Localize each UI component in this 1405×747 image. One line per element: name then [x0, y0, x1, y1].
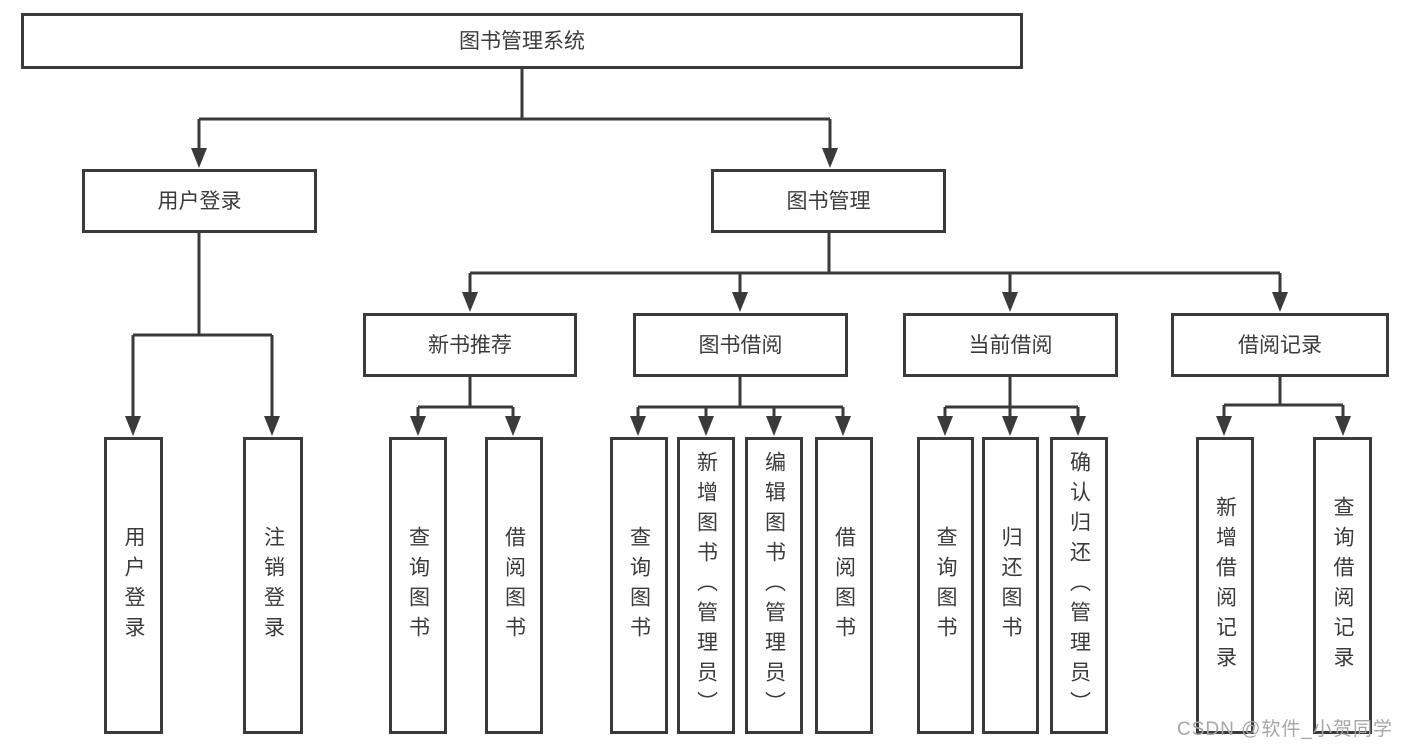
node-book-management: 图书管理: [711, 169, 946, 233]
arrowhead: [937, 416, 953, 436]
leaf-confirm-return-admin: 确认归还（管理员）: [1050, 437, 1108, 734]
leaf-logout: 注销登录: [243, 437, 303, 734]
arrowhead: [462, 292, 478, 312]
arrowhead: [1002, 292, 1018, 312]
leaf-add-borrow-record: 新增借阅记录: [1196, 437, 1254, 734]
arrowhead: [835, 416, 851, 436]
leaf-borrow-book-2: 借阅图书: [815, 437, 873, 734]
arrowhead: [732, 292, 748, 312]
leaf-borrow-book-1: 借阅图书: [485, 437, 543, 734]
node-root: 图书管理系统: [21, 13, 1023, 69]
node-current-borrow: 当前借阅: [903, 313, 1118, 377]
leaf-query-borrow-record: 查询借阅记录: [1313, 437, 1372, 734]
arrowhead: [630, 416, 646, 436]
arrowhead: [698, 416, 714, 436]
arrowhead: [410, 416, 426, 436]
arrowhead: [505, 416, 521, 436]
leaf-query-book-1: 查询图书: [389, 437, 447, 734]
arrowhead: [125, 416, 141, 436]
arrowhead: [1216, 416, 1232, 436]
arrowhead: [264, 416, 280, 436]
watermark: CSDN @软件_小贺同学: [1177, 719, 1393, 740]
arrowhead: [1002, 416, 1018, 436]
arrowhead: [766, 416, 782, 436]
connector-path: [131, 69, 1345, 420]
arrowhead: [191, 148, 207, 168]
node-new-book-recommend: 新书推荐: [363, 313, 577, 377]
arrowhead: [822, 148, 838, 168]
arrowhead: [1335, 416, 1351, 436]
leaf-query-book-2: 查询图书: [610, 437, 668, 734]
node-borrow-records: 借阅记录: [1171, 313, 1389, 377]
leaf-user-login: 用户登录: [104, 437, 163, 734]
arrowhead: [1070, 416, 1086, 436]
arrowhead: [1272, 292, 1288, 312]
leaf-edit-book-admin: 编辑图书（管理员）: [745, 437, 803, 734]
node-user-login: 用户登录: [82, 169, 317, 233]
leaf-return-book: 归还图书: [982, 437, 1039, 734]
leaf-add-book-admin: 新增图书（管理员）: [677, 437, 735, 734]
leaf-query-book-3: 查询图书: [917, 437, 974, 734]
node-book-borrow: 图书借阅: [633, 313, 848, 377]
